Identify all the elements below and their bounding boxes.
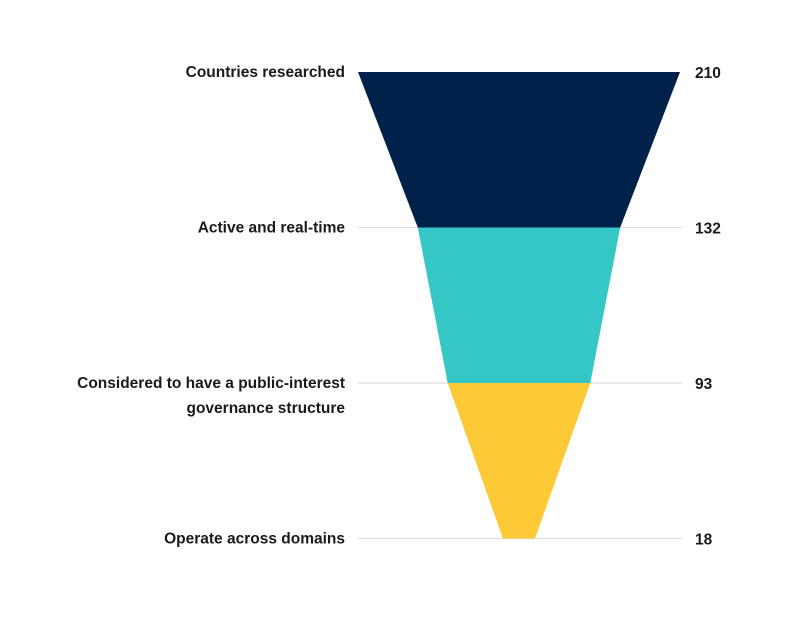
category-label: Countries researched: [186, 64, 345, 81]
value-label: 210: [695, 65, 721, 82]
value-label: 18: [695, 532, 713, 549]
funnel-segment: [417, 227, 621, 383]
funnel-segment: [447, 383, 591, 539]
funnel-segment: [358, 72, 680, 228]
category-label: Active and real-time: [198, 220, 346, 237]
category-label: Considered to have a public-interest: [77, 375, 345, 392]
category-label: governance structure: [187, 400, 346, 417]
value-label: 132: [695, 221, 721, 238]
value-label: 93: [695, 376, 713, 393]
category-label: Operate across domains: [164, 531, 345, 548]
